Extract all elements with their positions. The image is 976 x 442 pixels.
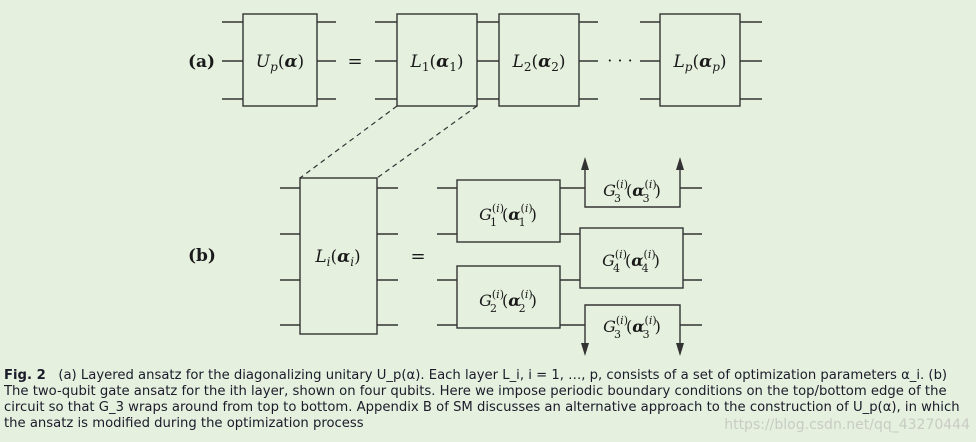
layer-l2-label: L2(α2) [512,52,566,74]
unitary-up-box: Up(α) [222,13,336,107]
gate-g2-box: G(i)2(α(i)2) [456,265,561,329]
zoom-line-right [376,105,478,179]
circuit-diagram: (a) Up(α) = L1(α1) L2(α2) · · · Lp(αp) [188,13,762,356]
layer-l1-box: L1(α1) [375,13,478,107]
gate-g3-top-label: G(i)3(α(i)3) [603,178,661,205]
layer-li-box: Li(αi) [280,177,398,335]
layer-l1-label: L1(α1) [410,52,464,74]
ellipsis: · · · [607,51,632,70]
gate-g4-box: G(i)4(α(i)4) [579,227,702,289]
caption-prefix: Fig. 2 [4,368,46,383]
layer-l2-box: L2(α2) [498,13,598,107]
equals-sign-b: = [410,246,425,267]
gate-g1-label: G(i)1(α(i)1) [479,202,537,229]
zoom-line-left [299,105,398,179]
panel-b-label: (b) [188,246,216,266]
gate-g3-bottom-label: G(i)3(α(i)3) [603,314,661,341]
panel-a-label: (a) [188,52,215,72]
layer-lp-box: Lp(αp) [640,13,762,107]
layer-li-label: Li(αi) [314,247,360,269]
gate-g4-label: G(i)4(α(i)4) [602,248,660,275]
gate-g3-bottom-box: G(i)3(α(i)3) [581,304,702,356]
caption-text: (a) Layered ansatz for the diagonalizing… [4,368,960,431]
equals-sign-a: = [347,51,362,72]
gate-g1-box: G(i)1(α(i)1) [456,179,561,243]
layer-lp-label: Lp(αp) [672,52,726,74]
unitary-up-label: Up(α) [256,52,304,74]
gate-g2-label: G(i)2(α(i)2) [479,288,537,315]
figure-caption: Fig. 2 (a) Layered ansatz for the diagon… [4,368,970,432]
gate-g3-top-box: G(i)3(α(i)3) [581,157,702,208]
watermark: https://blog.csdn.net/qq_43270444 [724,417,970,433]
